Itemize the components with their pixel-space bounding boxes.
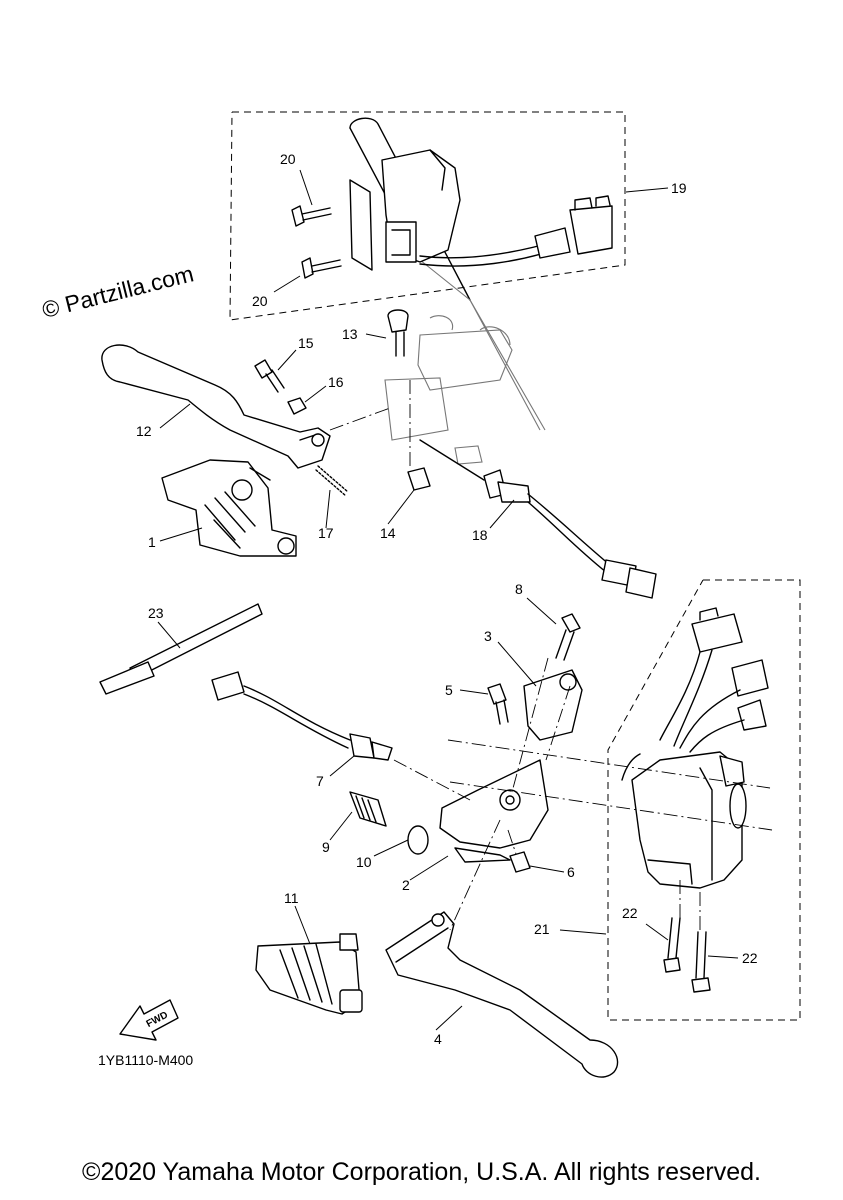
label-part-5: 5 — [445, 682, 453, 698]
fwd-arrow: FWD — [119, 999, 179, 1041]
label-part-18: 18 — [472, 527, 488, 543]
adjuster-9-10 — [349, 791, 429, 855]
label-part-2: 2 — [402, 877, 410, 893]
label-part-1: 1 — [148, 534, 156, 550]
label-part-11: 11 — [284, 890, 299, 906]
label-part-14: 14 — [380, 525, 396, 541]
diagram-code: 1YB1110-M400 — [98, 1052, 194, 1068]
label-part-15: 15 — [298, 335, 314, 351]
label-part-4: 4 — [434, 1031, 442, 1047]
label-part-21: 21 — [534, 921, 550, 937]
label-part-9: 9 — [322, 839, 330, 855]
label-part-20-upper: 20 — [280, 151, 296, 167]
front-lever-4 — [385, 911, 619, 1078]
leader-lines — [157, 169, 739, 1031]
clutch-lever-12 — [101, 344, 331, 469]
label-part-10: 10 — [356, 854, 372, 870]
label-part-7: 7 — [316, 773, 324, 789]
lever-holder-1 — [161, 459, 297, 557]
switch-assembly-21-box — [607, 579, 801, 1021]
clutch-switch-7 — [211, 671, 393, 761]
lever-bracket-2 — [439, 759, 549, 863]
label-part-22-left: 22 — [622, 905, 638, 921]
copyright-footer: ©2020 Yamaha Motor Corporation, U.S.A. A… — [82, 1158, 761, 1186]
master-cylinder-outline — [384, 315, 513, 465]
label-part-17: 17 — [318, 525, 334, 541]
label-part-13: 13 — [342, 326, 358, 342]
label-part-20-lower: 20 — [252, 293, 268, 309]
label-part-19: 19 — [671, 180, 687, 196]
label-part-23: 23 — [148, 605, 164, 621]
small-hardware-15-16-17 — [254, 359, 349, 497]
label-part-6: 6 — [567, 864, 575, 880]
cable-tie-23 — [99, 603, 263, 695]
label-part-12: 12 — [136, 423, 152, 439]
alignment-lines — [329, 380, 773, 931]
lever-boot-11 — [255, 933, 363, 1015]
label-part-16: 16 — [328, 374, 344, 390]
label-part-22-right: 22 — [742, 950, 758, 966]
hardware-13-14-18 — [387, 309, 657, 599]
label-part-8: 8 — [515, 581, 523, 597]
part-labels: 20 20 19 13 15 16 12 17 14 18 1 8 23 3 5… — [136, 151, 758, 1047]
bolts-clamp-3-5-6-8 — [487, 613, 583, 873]
label-part-3: 3 — [484, 628, 492, 644]
switch-assembly-19-box — [229, 111, 626, 431]
